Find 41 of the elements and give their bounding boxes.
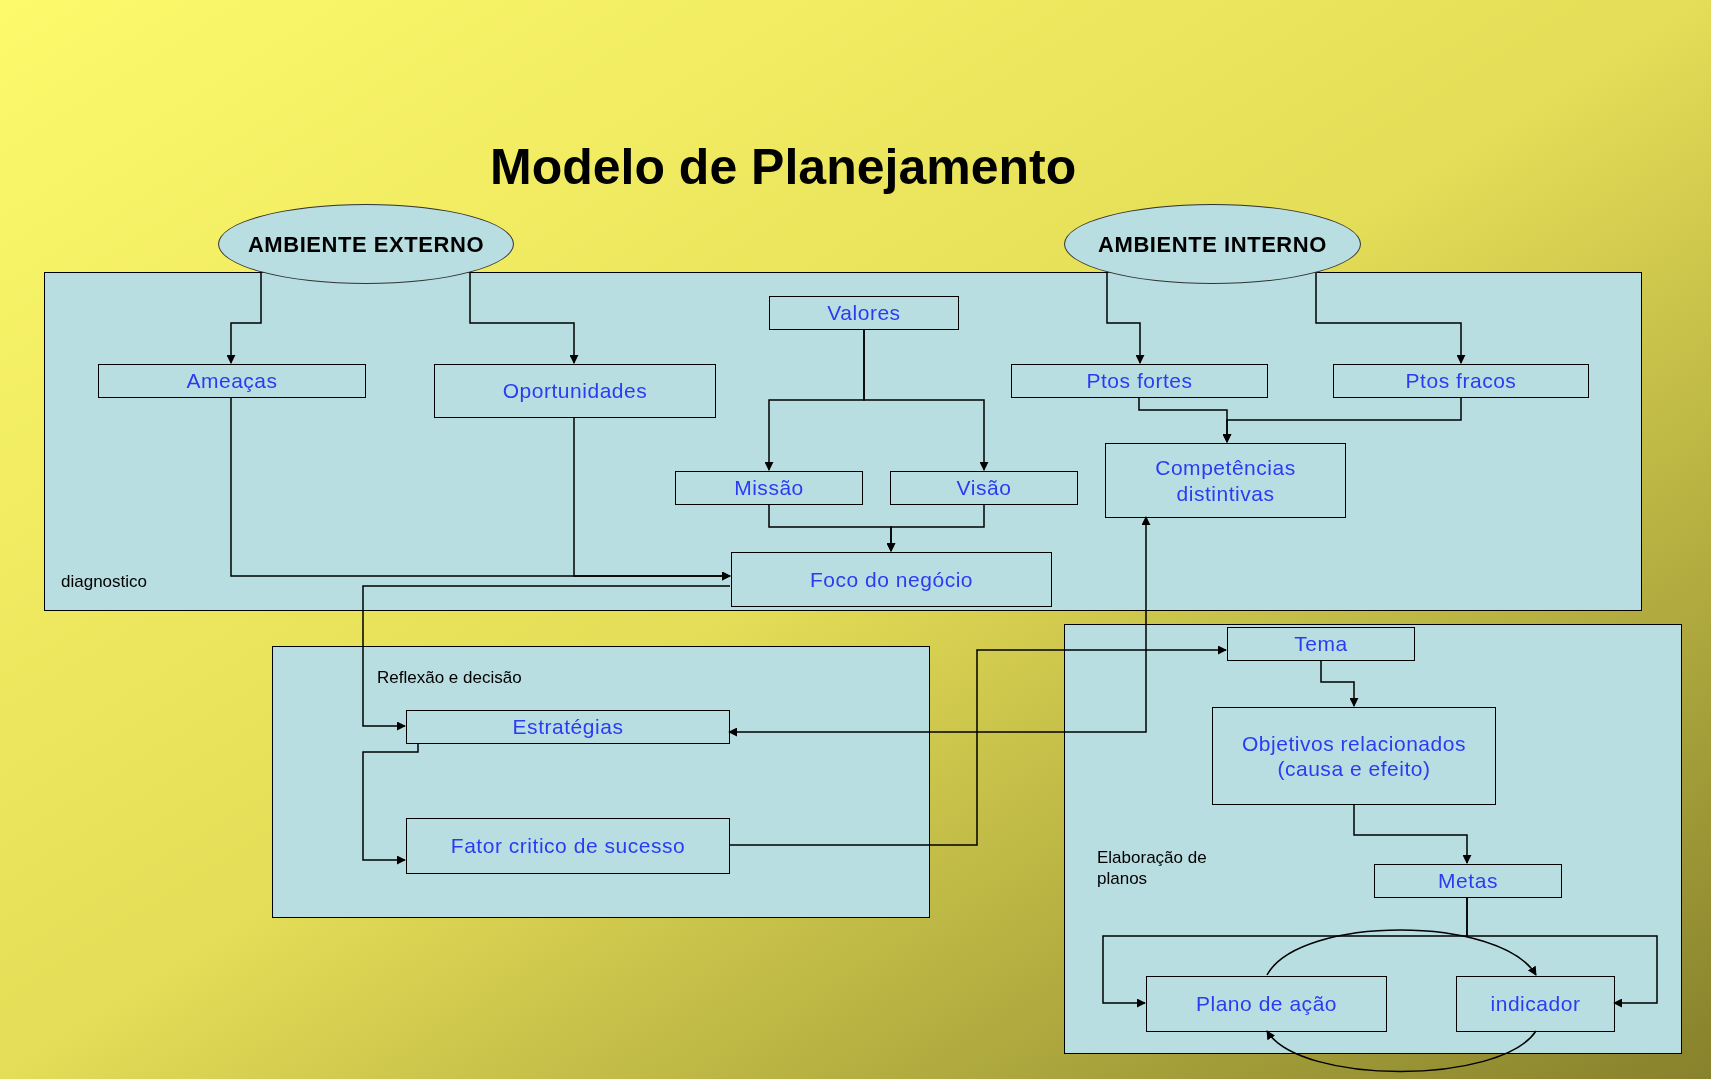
title: Modelo de Planejamento (490, 138, 1077, 197)
process-box: Estratégias (406, 710, 730, 744)
process-box: Objetivos relacionados (causa e efeito) (1212, 707, 1496, 805)
arrow (1222, 396, 1462, 443)
arrow (1353, 803, 1472, 864)
arrow (469, 271, 579, 364)
process-box: Missão (675, 471, 863, 505)
arrow (1266, 929, 1537, 976)
process-box: Metas (1374, 864, 1562, 898)
arrow (362, 585, 731, 731)
panel-label: Reflexão e decisão (377, 667, 522, 689)
process-box: Ptos fortes (1011, 364, 1268, 398)
ellipse-node: AMBIENTE EXTERNO (218, 204, 514, 284)
panel (44, 272, 1642, 611)
process-box: Foco do negócio (731, 552, 1052, 607)
panel (1064, 624, 1682, 1054)
arrow (886, 503, 985, 552)
arrow (1106, 271, 1145, 364)
process-box: Plano de ação (1146, 976, 1387, 1032)
process-box: Tema (1227, 627, 1415, 661)
panel (272, 646, 930, 918)
process-box: Competências distintivas (1105, 443, 1346, 518)
process-box: Fator critico de sucesso (406, 818, 730, 874)
process-box: Valores (769, 296, 959, 330)
arrow (728, 645, 1227, 846)
arrow (728, 516, 1151, 737)
process-box: Oportunidades (434, 364, 716, 418)
panel-label: Elaboração de planos (1097, 847, 1208, 890)
arrow (362, 742, 419, 865)
arrow (1466, 896, 1658, 1008)
process-box: Ameaças (98, 364, 366, 398)
arrow (1320, 659, 1359, 707)
arrow (863, 328, 989, 471)
arrow (226, 271, 262, 364)
arrow (573, 416, 731, 581)
ellipse-node: AMBIENTE INTERNO (1064, 204, 1361, 284)
process-box: Visão (890, 471, 1078, 505)
process-box: indicador (1456, 976, 1615, 1032)
panel-label: diagnostico (61, 571, 147, 593)
process-box: Ptos fracos (1333, 364, 1589, 398)
arrow (1315, 271, 1466, 364)
